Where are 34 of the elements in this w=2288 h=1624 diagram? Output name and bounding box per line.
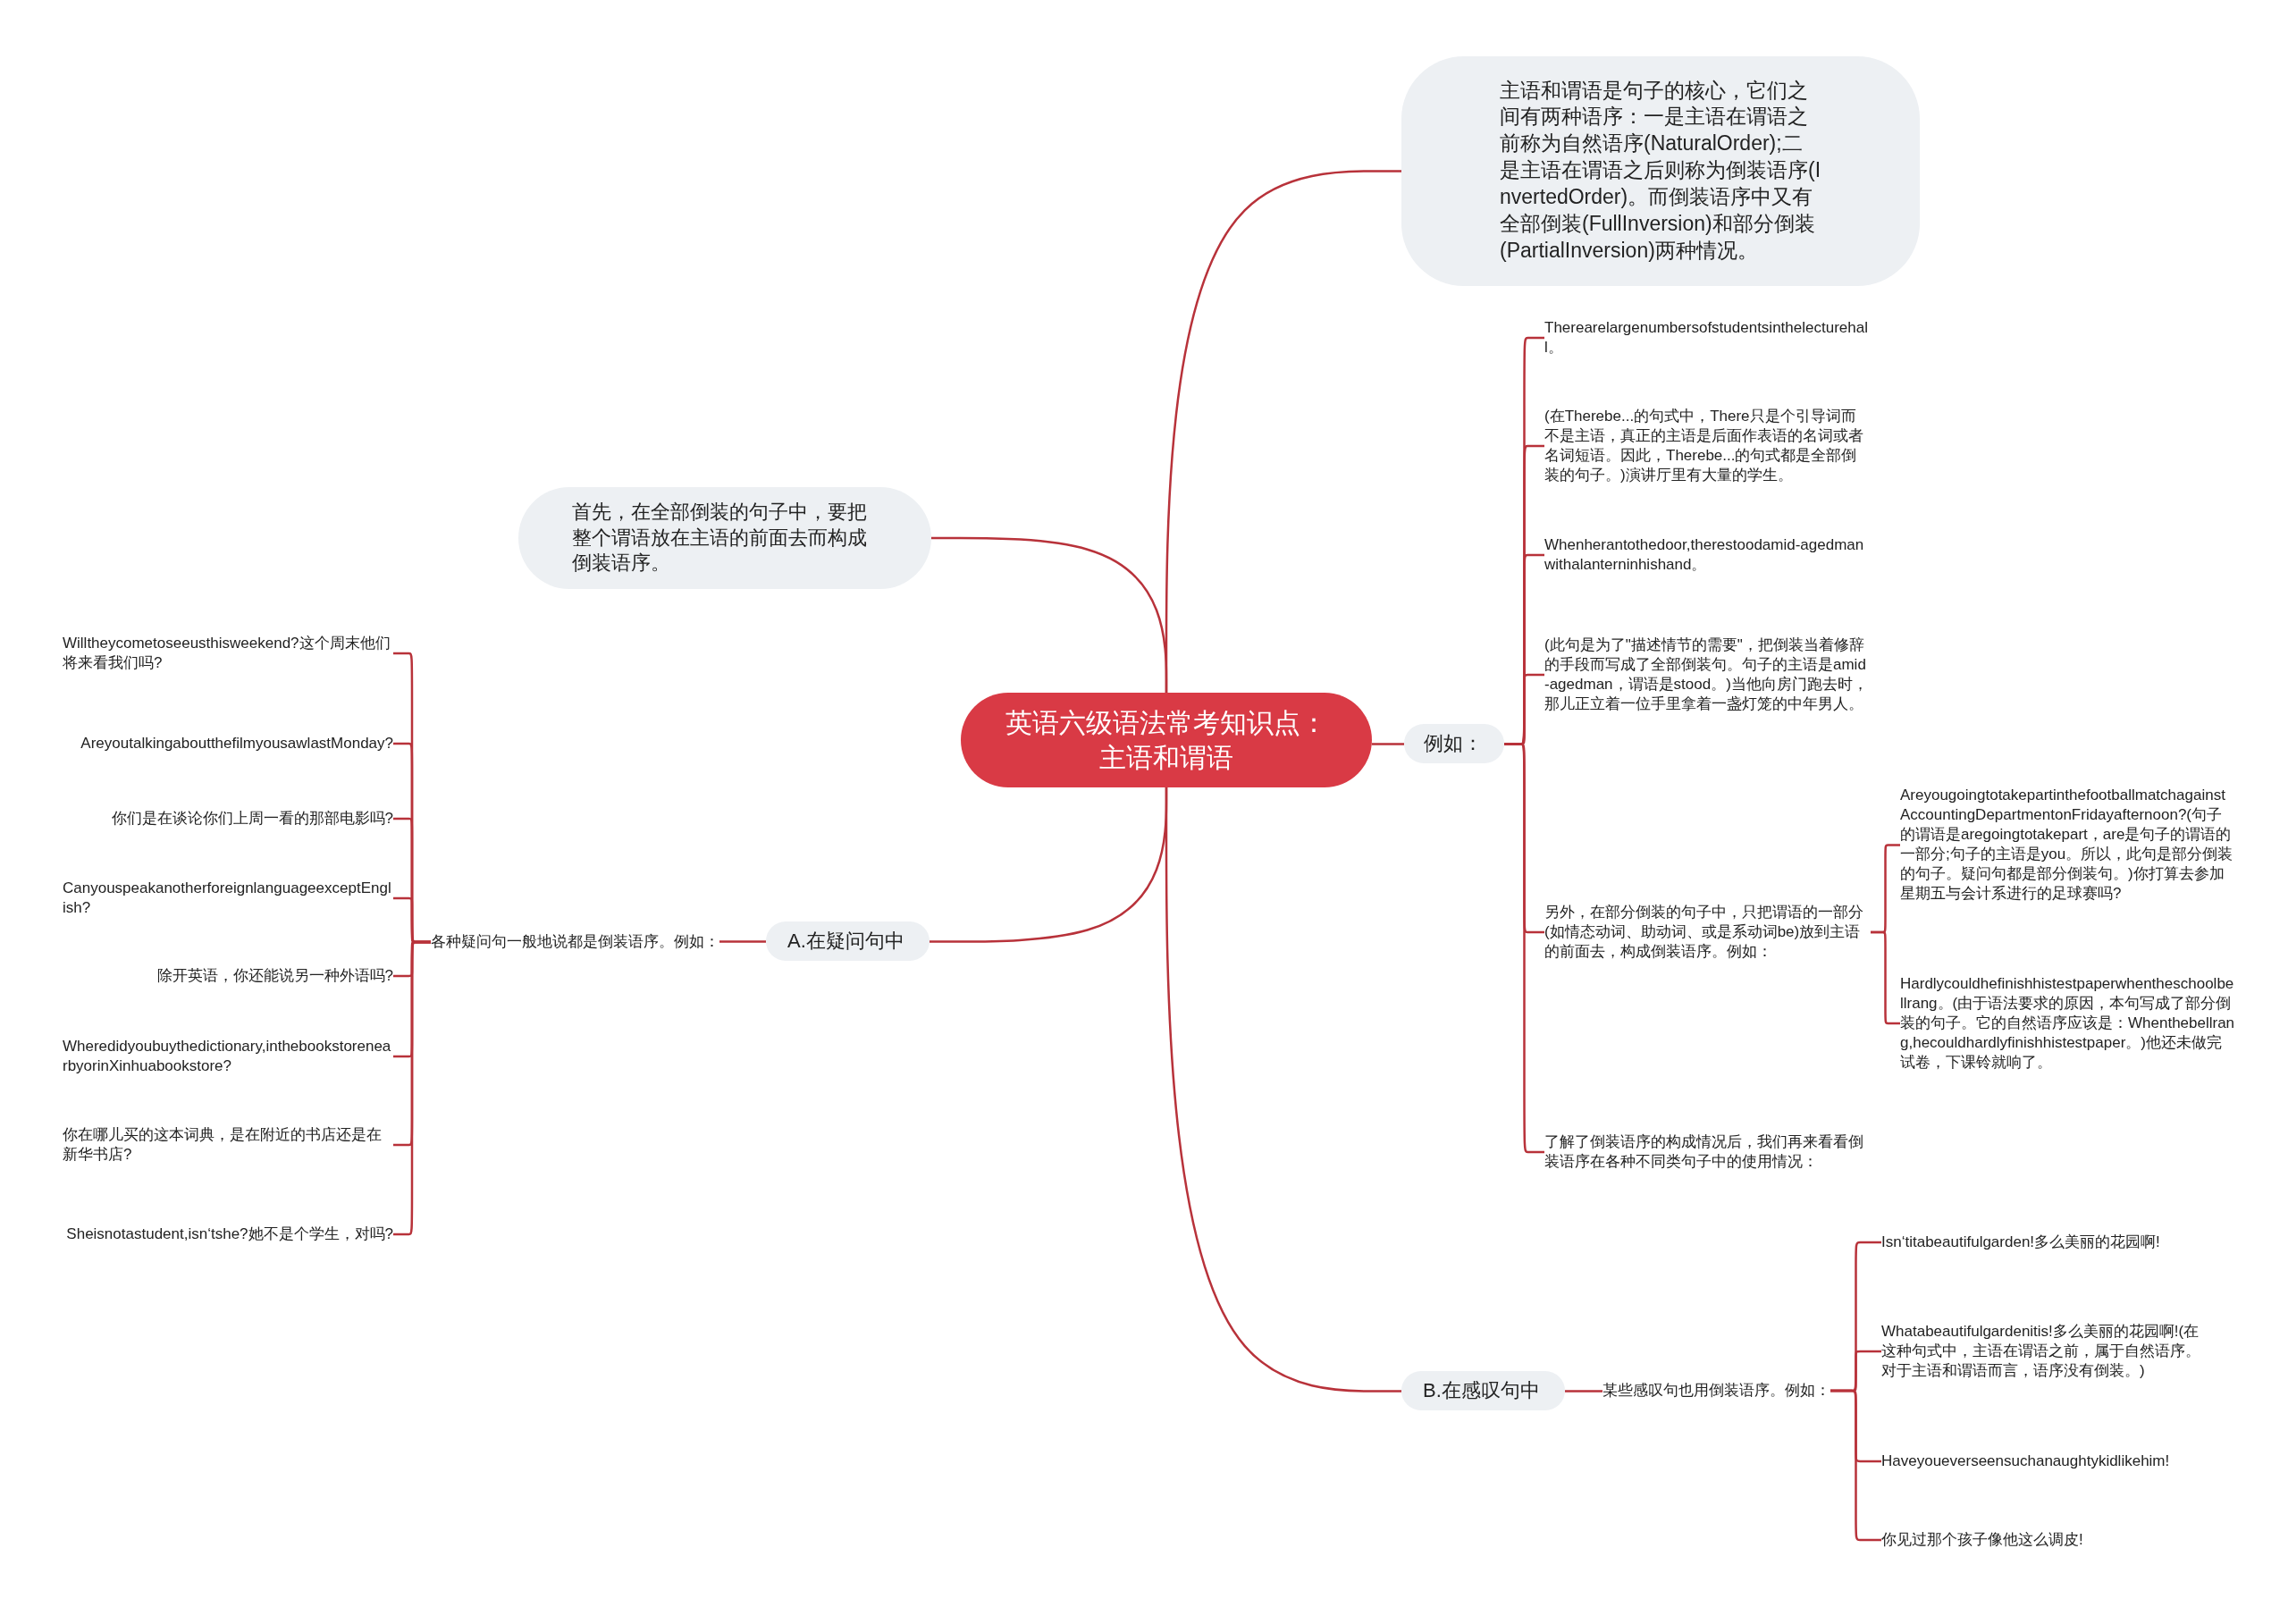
branch-line <box>1565 1390 1602 1393</box>
topic-text: Hardlycouldhefinishhistestpaperwhentheschoolbellrang。(由于语法要求的原因，本句写成了部分倒装的句子。它的自然语序应该是：Whenthebellrang,hecouldhardlyfinishhistestpaper。)他还未做完试卷，下课铃就响了。 <box>1900 974 2235 1073</box>
topic-text: 了解了倒装语序的构成情况后，我们再来看看倒装语序在各种不同类句子中的使用情况： <box>1544 1132 1871 1173</box>
topic-bubble: 首先，在全部倒装的句子中，要把整个谓语放在主语的前面去而构成倒装语序。 <box>518 487 931 589</box>
topic-text: Whenherantothedoor,therestoodamid-agedmanwithalanterninhishand。 <box>1544 535 1871 576</box>
branch-line <box>1165 787 1401 1393</box>
topic-text: 某些感叹句也用倒装语序。例如： <box>1602 1381 1830 1401</box>
topic-text: CanyouspeakanotherforeignlanguageexceptEnglish? <box>63 879 393 919</box>
branch-line <box>719 940 766 943</box>
topic-text: AreyoutalkingaboutthefilmyousawlastMonday? <box>80 734 393 754</box>
topic-text: Whatabeautifulgardenitis!多么美丽的花园啊!(在这种句式中，主语在谓语之前，属于自然语序。对于主语和谓语而言，语序没有倒装。) <box>1881 1322 2212 1382</box>
topic-text: AreyougoingtotakepartinthefootballmatchagainstAccountingDepartmentonFridayafternoon?(句子的谓语是aregoingtotakepart，are是句子的谓语的一部分;句子的主语是you。所以，此句是部分倒装的句子。疑问句都是部分倒装句。)你打算去参加星期五与会计系进行的足球赛吗? <box>1900 785 2235 905</box>
branch-line <box>1504 743 1544 1154</box>
topic-text: 各种疑问句一般地说都是倒装语序。例如： <box>431 932 719 953</box>
topic-text: Haveyoueverseensuchanaughtykidlikehim! <box>1881 1452 2170 1472</box>
topic-text: (在Therebe...的句式中，There只是个引导词而不是主语，真正的主语是后面作表语的名词或者名词短语。因此，Therebe...的句式都是全部倒装的句子。)演讲厅里有大量的学生。 <box>1544 407 1871 486</box>
topic-text: 你见过那个孩子像他这么调皮! <box>1881 1530 2083 1551</box>
central-topic: 英语六级语法常考知识点：主语和谓语 <box>961 693 1372 787</box>
topic-text: 除开英语，你还能说另一种外语吗? <box>156 966 393 987</box>
topic-text: 另外，在部分倒装的句子中，只把谓语的一部分(如情态动词、助动词、或是系动词be)放到主语的前面去，构成倒装语序。例如： <box>1544 903 1871 963</box>
topic-text: 你们是在谈论你们上周一看的那部电影吗? <box>111 809 393 829</box>
topic-bubble: 主语和谓语是句子的核心，它们之间有两种语序：一是主语在谓语之前称为自然语序(NaturalOrder);二是主语在谓语之后则称为倒装语序(InvertedOrder)。而倒装语序中又有全部倒装(FullInversion)和部分倒装(PartialInversion)两种情况。 <box>1401 55 1920 286</box>
topic-bubble: A.在疑问句中 <box>766 921 930 962</box>
topic-text: (此句是为了"描述情节的需要"，把倒装当着修辞的手段而写成了全部倒装句。句子的主语是amid-agedman，谓语是stood。)当他向房门跑去时，那儿正立着一位手里拿着一盏灯笼的中年男人。 <box>1544 635 1871 715</box>
topic-text: Therearelargenumbersofstudentsinthelecturehall。 <box>1544 318 1871 358</box>
topic-text: Isn‘titabeautifulgarden!多么美丽的花园啊! <box>1881 1233 2160 1253</box>
branch-line <box>931 536 1168 693</box>
topic-text: Willtheycometoseeusthisweekend?这个周末他们将来看我们吗? <box>63 634 393 674</box>
topic-text: Sheisnotastudent,isn‘tshe?她不是个学生，对吗? <box>66 1224 393 1245</box>
branch-line <box>1372 743 1404 745</box>
topic-bubble: B.在感叹句中 <box>1401 1370 1565 1411</box>
topic-text: Wheredidyoubuythedictionary,inthebookstorenearbyorinXinhuabookstore? <box>63 1037 393 1077</box>
topic-text: 你在哪儿买的这本词典，是在附近的书店还是在新华书店? <box>63 1125 393 1165</box>
topic-bubble: 例如： <box>1404 723 1504 764</box>
